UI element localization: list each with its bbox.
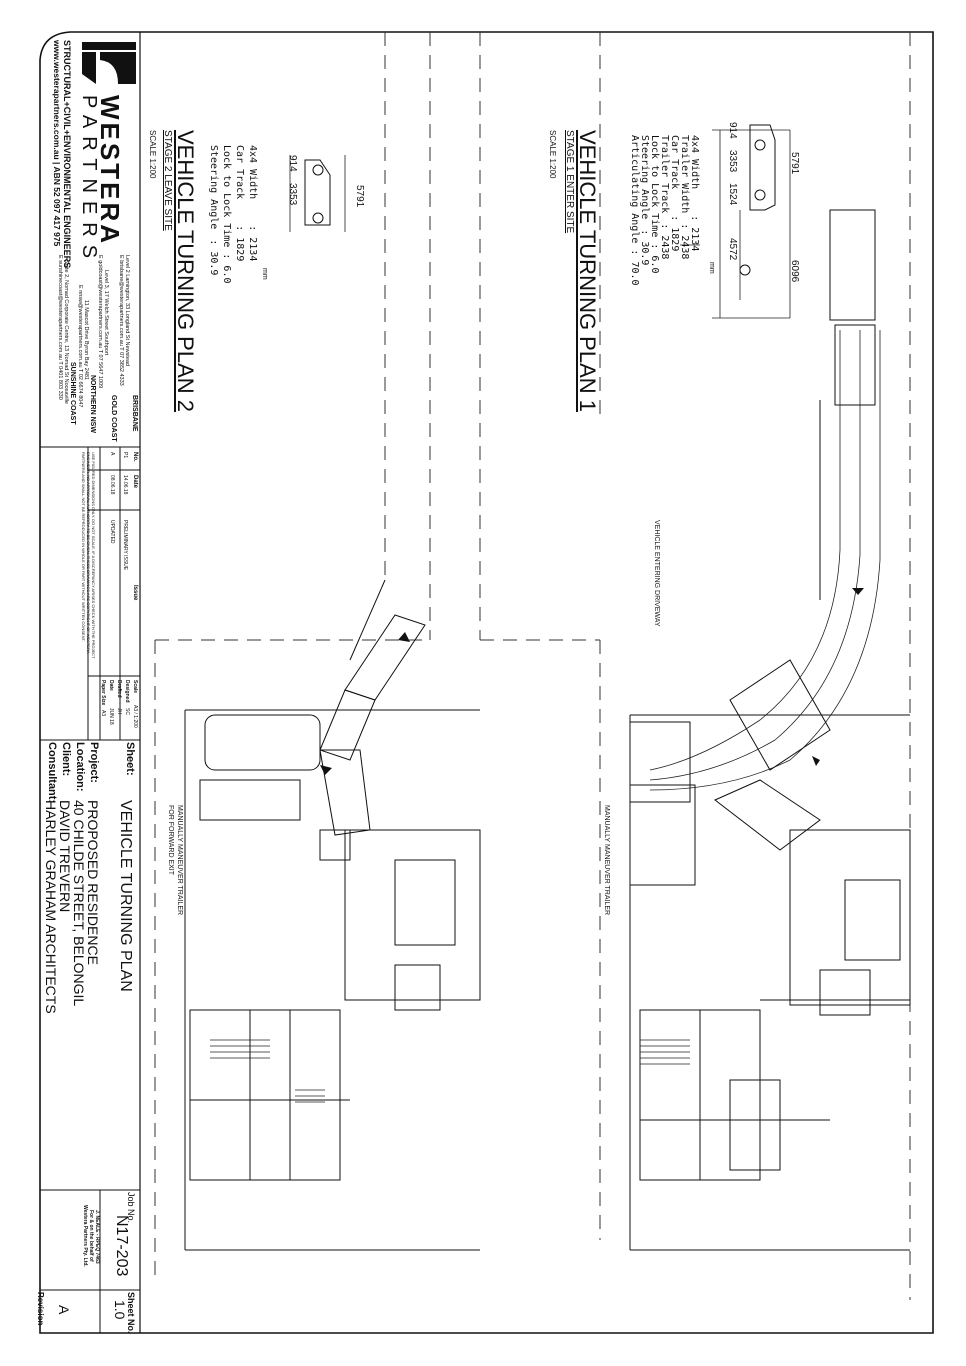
project-value: PROPOSED RESIDENCE	[85, 800, 101, 965]
office-brisbane-l2: E brisbane@westerapartners.com.au T 07 3…	[118, 255, 124, 386]
plan-1-scale: SCALE 1:200	[548, 130, 557, 179]
plan-2-drawing	[154, 32, 481, 1280]
plan-1-dim-c: 1524	[727, 183, 738, 206]
plan-1-title: VEHICLE TURNING PLAN 1	[575, 130, 600, 413]
office-brisbane-l1: Level 2 Lamington, 33 Longland St Newste…	[124, 255, 130, 366]
consultant-value: HARLEY GRAHAM ARCHITECTS	[43, 800, 59, 1014]
sheet-border	[39, 31, 934, 1334]
plan-1-dim-b: 3353	[727, 150, 738, 173]
plan-1-note-driveway: VEHICLE ENTERING DRIVEWAY	[653, 520, 660, 627]
office-goldcoast-name: GOLD COAST	[110, 395, 117, 442]
plan-2-units: mm	[261, 268, 268, 280]
firm-name-2: PARTNERS	[78, 95, 100, 267]
plan-1-spec-5: Lock to Lock Time : 6.0	[649, 135, 660, 274]
stairs-plan-1	[640, 1039, 690, 1065]
client-label: Client:	[60, 742, 72, 777]
meta-date-value: JUN 18	[108, 708, 114, 725]
plan-1-spec-4: Trailer Track : 2438	[659, 135, 670, 260]
plan-2-subtitle: STAGE 2 LEAVE SITE	[162, 130, 173, 231]
plan-1-dim-overall: 6096	[789, 260, 800, 283]
meta-date-label: Date	[108, 680, 114, 691]
rev-row-2-no: A	[109, 452, 115, 456]
sheet-value: VEHICLE TURNING PLAN	[117, 800, 134, 992]
rev-header-date: Date	[132, 475, 138, 489]
cert-line-2: For & on the behalf of	[88, 1210, 94, 1262]
rev-row-2-issue: UPDATED	[109, 520, 115, 544]
meta-paper-label: Paper Size	[100, 680, 106, 706]
consultant-label: Consultant:	[46, 742, 58, 804]
office-nnsw-l2: E nnsw@westerapartners.com.au T 02 6674 …	[77, 285, 83, 408]
plan-2-dim-car: 5791	[354, 185, 365, 208]
office-nnsw-l1: 11 Mascot Drive Byron Bay 2481	[83, 300, 89, 380]
job-value: N17-203	[113, 1215, 130, 1277]
client-value: DAVID TREVERN	[57, 800, 73, 913]
revision-label: Revision	[36, 1292, 45, 1326]
plan-2-title: VEHICLE TURNING PLAN 2	[173, 130, 198, 413]
location-value: 40 CHILDE STREET, BELONGIL	[71, 800, 87, 1007]
cert-line-1: J. NEALE - RPEQ 7463	[94, 1210, 100, 1264]
meta-scale-label: Scale	[132, 680, 138, 694]
plan-1-spec-2: Trailer Width : 2438	[679, 135, 690, 260]
rev-row-2-date: 08.06.18	[109, 475, 115, 495]
plan-2-note-trailer-1: MANUALLY MANEUVER TRAILER	[176, 805, 183, 916]
sheet-label: Sheet:	[124, 742, 136, 776]
revision-value: A	[56, 1305, 72, 1315]
plan-1-note-trailer: MANUALLY MANEUVER TRAILER	[603, 805, 610, 916]
meta-drafted-label: Drafted	[116, 680, 122, 698]
plan-1-dim-car: 5791	[789, 152, 800, 175]
firm-web: www.westerapartners.com.au | ABN 52 097 …	[52, 40, 62, 247]
office-goldcoast-l1: Level 3, 17 Welch Street Southport	[103, 270, 109, 356]
plan-2-dim-a: 914	[287, 155, 298, 172]
rev-header-issue: Issue	[132, 585, 138, 601]
meta-paper-value: A3	[100, 710, 106, 717]
office-sunshine-l1: Suite 2, Nomad Corporate Centre, 13 Noma…	[63, 260, 69, 404]
meta-scale-value: A3 / 1:200	[132, 705, 138, 728]
plan-2-note-trailer-2: FOR FORWARD EXIT	[167, 805, 174, 875]
plan-2-spec-4: Steering Angle : 30.9	[208, 145, 219, 276]
project-label: Project:	[88, 742, 100, 783]
cert-line-3: Westera Partners Pty. Ltd.	[82, 1205, 88, 1267]
plan-2-spec-1: 4x4 Width : 2134	[247, 145, 258, 262]
plan-2-scale: SCALE 1:200	[148, 130, 157, 179]
firm-tagline: STRUCTURAL+CIVIL+ENVIRONMENTAL ENGINEERS	[62, 40, 72, 269]
disclaimer: USE FIGURED DIMENSIONS ONLY. DO NOT SCAL…	[81, 452, 96, 659]
plan-1-units: mm	[708, 262, 715, 274]
plan-1-subtitle: STAGE 1 ENTER SITE	[564, 130, 575, 234]
plan-1-spec-1: 4x4 Width : 2134	[689, 135, 700, 252]
stairs-plan-2	[210, 1039, 325, 1103]
plan-1-spec-6: Steering Angle : 30.9	[639, 135, 650, 266]
plan-2-dim-b: 3353	[287, 183, 298, 206]
plan-1-drawing	[479, 32, 911, 1300]
westera-logo	[82, 42, 136, 84]
office-brisbane-name: BRISBANE	[131, 395, 138, 432]
plan-2-spec-2: Car Track : 1829	[234, 145, 245, 262]
rev-header-no: No.	[132, 452, 138, 462]
meta-designed-label: Designed	[124, 680, 130, 703]
meta-designed-value: SC	[124, 708, 130, 715]
plan-1-dim-d: 4572	[727, 238, 738, 261]
plan-1-spec-3: Car Track : 1829	[669, 135, 680, 252]
location-label: Location:	[74, 742, 86, 792]
rev-row-1-no: P1	[122, 452, 128, 459]
rev-row-1-issue: PRELIMINARY ISSUE	[122, 520, 128, 571]
office-nnsw-name: NORTHERN NSW	[89, 375, 96, 433]
rev-row-1-date: 14.06.18	[122, 475, 128, 495]
plan-2-spec-3: Lock to Lock Time : 6.0	[221, 145, 232, 284]
sheet-no-value: 1.0	[112, 1300, 128, 1320]
office-sunshine-name: SUNSHINE COAST	[69, 362, 76, 425]
plan-1-spec-7: Articulating Angle : 70.0	[629, 135, 640, 286]
office-goldcoast-l2: E goldcoast@westerapartners.com.au T 07 …	[97, 255, 103, 389]
plan-1-dim-a: 914	[727, 122, 738, 139]
office-sunshine-l2: E sunshinecoast@westerapartners.com.au T…	[57, 255, 63, 400]
meta-drafted-value: JH	[116, 708, 122, 715]
